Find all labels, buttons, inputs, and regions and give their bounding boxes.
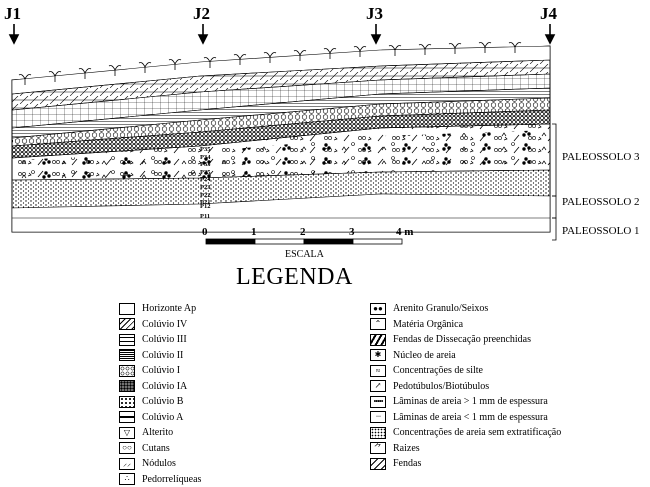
- legend-label: Colúvio IA: [142, 379, 187, 395]
- legend-item: ⌃ Matéria Orgânica: [370, 317, 561, 333]
- legend-item: Fendas: [370, 456, 561, 472]
- scale-tick-3: 3: [349, 226, 355, 238]
- legend-item: ▽ Alterito: [119, 425, 201, 441]
- legend-item: ····· Lâminas de areia < 1 mm de espessur…: [370, 410, 561, 426]
- horizon-label: P22: [200, 192, 210, 200]
- filled-cracks-icon: [370, 334, 386, 346]
- legend-left-column: Horizonte Ap Colúvio IV Colúvio III Colú…: [119, 301, 201, 487]
- scale-tick-4: 4 m: [396, 226, 413, 238]
- horizon-label: P23: [200, 184, 210, 192]
- legend-label: Fendas de Dissecação preenchidas: [393, 332, 531, 348]
- legend-label: Nódulos: [142, 456, 176, 472]
- horizon-label: P24: [200, 176, 210, 184]
- legend-label: Pedorrelíqueas: [142, 472, 201, 487]
- legend-item: ○○ Cutans: [119, 441, 201, 457]
- thick-laminae-icon: •••••: [370, 396, 386, 408]
- legend-item: ✱ Núcleo de areia: [370, 348, 561, 364]
- legend-label: Matéria Orgânica: [393, 317, 463, 333]
- paleosol-1-label: PALEOSSOLO 1: [562, 225, 640, 237]
- legend-label: Concentrações de areia sem extratificaçã…: [393, 425, 561, 441]
- legend-item: Colúvio IA: [119, 379, 201, 395]
- scale-tick-1: 1: [251, 226, 257, 238]
- legend-label: Colúvio I: [142, 363, 180, 379]
- legend-item: ≈ Concentrações de silte: [370, 363, 561, 379]
- organic-matter-icon: ⌃: [370, 318, 386, 330]
- well-arrows: [10, 24, 554, 43]
- scale-tick-0: 0: [202, 226, 208, 238]
- legend-item: Colúvio I: [119, 363, 201, 379]
- horizon-labels-upper: P35 P34 P33 P25 P24 P23 P22 P21: [200, 146, 210, 207]
- horizon-label: P12: [200, 202, 210, 212]
- legend-right-column: ●● Arenito Granulo/Seixos ⌃ Matéria Orgâni…: [370, 301, 561, 472]
- legend-label: Concentrações de silte: [393, 363, 483, 379]
- colluvium-iv-icon: [119, 318, 135, 330]
- scale-tick-2: 2: [300, 226, 306, 238]
- paleosol-brackets: [552, 124, 556, 240]
- horizon-label: P11: [200, 212, 210, 222]
- legend-label: Colúvio II: [142, 348, 183, 364]
- colluvium-iii-icon: [119, 334, 135, 346]
- paleosol-2-label: PALEOSSOLO 2: [562, 196, 640, 208]
- legend-label: Lâminas de areia < 1 mm de espessura: [393, 410, 548, 426]
- pedotubules-icon: ↗: [370, 380, 386, 392]
- sand-nucleus-icon: ✱: [370, 349, 386, 361]
- pedorelics-icon: ∴: [119, 473, 135, 485]
- well-label-j3: J3: [366, 4, 383, 24]
- legend-item: Fendas de Dissecação preenchidas: [370, 332, 561, 348]
- horizon-label: P25: [200, 169, 210, 177]
- colluvium-a-icon: [119, 411, 135, 423]
- legend-item: Concentrações de areia sem extratificaçã…: [370, 425, 561, 441]
- scale-label: ESCALA: [285, 249, 324, 260]
- legend-title: LEGENDA: [236, 264, 353, 291]
- silt-icon: ≈: [370, 365, 386, 377]
- cutans-icon: ○○: [119, 442, 135, 454]
- paleosol-3-label: PALEOSSOLO 3: [562, 151, 640, 163]
- legend-item: Colúvio A: [119, 410, 201, 426]
- legend-item: ⺈ Raizes: [370, 441, 561, 457]
- legend-item: ⸝⸝ Nódulos: [119, 456, 201, 472]
- cracks-icon: [370, 458, 386, 470]
- legend-label: Horizonte Ap: [142, 301, 196, 317]
- legend-label: Pedotúbulos/Biotúbulos: [393, 379, 489, 395]
- legend-item: ∴ Pedorrelíqueas: [119, 472, 201, 487]
- legend-item: Horizonte Ap: [119, 301, 201, 317]
- legend-label: Núcleo de areia: [393, 348, 456, 364]
- legend-label: Raizes: [393, 441, 420, 457]
- horizon-ap-icon: [119, 303, 135, 315]
- scale-bar: [206, 239, 402, 244]
- horizon-label: P35: [200, 146, 210, 154]
- legend-item: Colúvio II: [119, 348, 201, 364]
- legend-label: Colúvio IV: [142, 317, 187, 333]
- legend-item: Colúvio IV: [119, 317, 201, 333]
- legend-label: Cutans: [142, 441, 170, 457]
- nodules-icon: ⸝⸝: [119, 458, 135, 470]
- alterite-icon: ▽: [119, 427, 135, 439]
- legend-label: Arenito Granulo/Seixos: [393, 301, 488, 317]
- colluvium-b-icon: [119, 396, 135, 408]
- legend-item: ••••• Lâminas de areia > 1 mm de espessur…: [370, 394, 561, 410]
- well-label-j1: J1: [4, 4, 21, 24]
- legend-item: Colúvio III: [119, 332, 201, 348]
- sand-concentration-icon: [370, 427, 386, 439]
- colluvium-ii-icon: [119, 349, 135, 361]
- legend-item: ●● Arenito Granulo/Seixos: [370, 301, 561, 317]
- well-label-j2: J2: [193, 4, 210, 24]
- legend-label: Alterito: [142, 425, 173, 441]
- horizon-label: P34: [200, 154, 210, 162]
- granule-sandstone-icon: ●●: [370, 303, 386, 315]
- colluvium-ia-icon: [119, 380, 135, 392]
- legend-label: Colúvio B: [142, 394, 183, 410]
- legend-label: Lâminas de areia > 1 mm de espessura: [393, 394, 548, 410]
- roots-icon: ⺈: [370, 442, 386, 454]
- legend-item: ↗ Pedotúbulos/Biotúbulos: [370, 379, 561, 395]
- legend-label: Colúvio A: [142, 410, 183, 426]
- colluvium-i-icon: [119, 365, 135, 377]
- well-label-j4: J4: [540, 4, 557, 24]
- legend-label: Fendas: [393, 456, 421, 472]
- horizon-label: P33: [200, 161, 210, 169]
- horizon-labels-lower: P12 P11: [200, 202, 210, 222]
- thin-laminae-icon: ·····: [370, 411, 386, 423]
- legend-label: Colúvio III: [142, 332, 187, 348]
- legend-item: Colúvio B: [119, 394, 201, 410]
